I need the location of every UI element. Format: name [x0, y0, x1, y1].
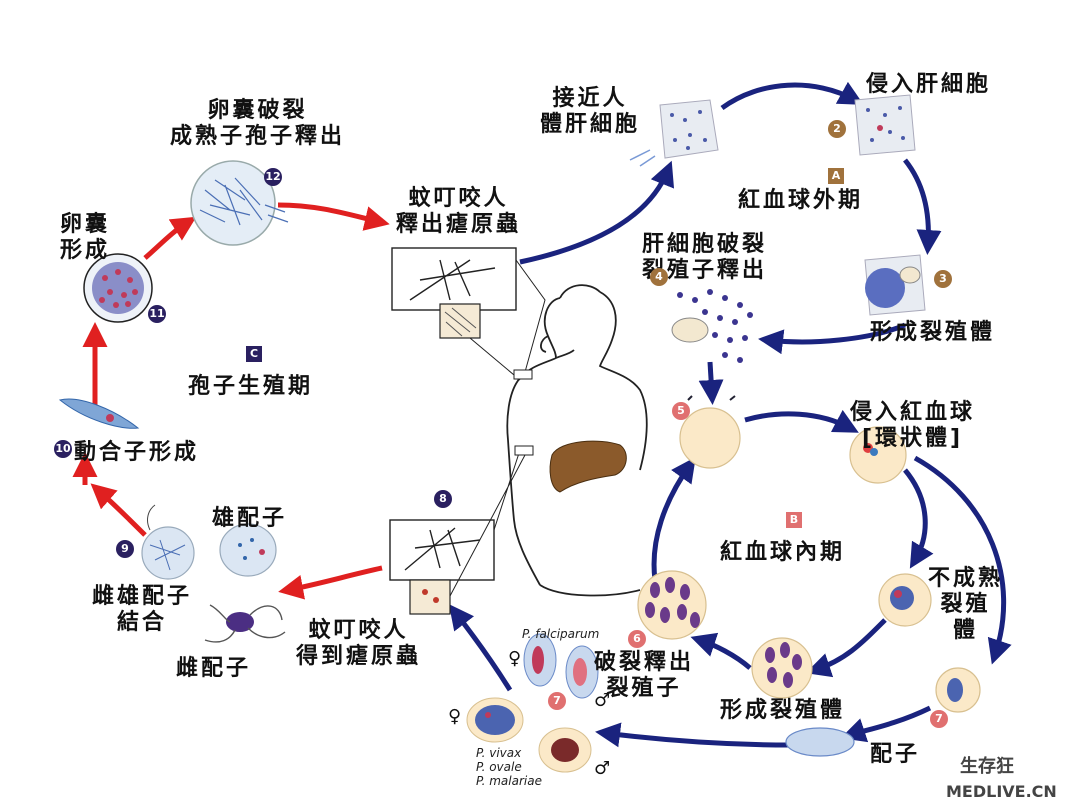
arrow-to-rupture: [143, 216, 197, 260]
liver-invaded-cell: [854, 94, 916, 156]
male-symbol-icon: ♂: [594, 758, 611, 779]
arrow-liver-rupture: [758, 322, 906, 355]
arrow-gametocyte-mature: [840, 705, 932, 743]
label-ookinete: 動合子形成: [74, 440, 200, 465]
arrow-to-bite: [277, 202, 390, 231]
free-merozoite-cell: [679, 395, 741, 469]
arrow-invade-liver: [720, 81, 864, 111]
label-sporogony: 孢子生殖期: [188, 374, 314, 399]
male-gamete-cell: [204, 604, 286, 643]
male-symbol-icon: ♂: [594, 690, 611, 711]
falciparum-female-cell: [523, 633, 557, 687]
immature-schizont-cell: [878, 573, 932, 627]
label-liver-rupture: 肝細胞破裂裂殖子釋出: [642, 232, 768, 283]
step-badge-11: 11: [148, 305, 166, 323]
species-falciparum: P. falciparum: [522, 627, 600, 641]
phase-badge-a: A: [828, 168, 844, 184]
species-vivax: P. vivax: [476, 746, 522, 760]
label-cyst-form: 卵囊形成: [60, 212, 111, 263]
crescent-gametocyte-cell: [785, 727, 855, 757]
liver-icon: [549, 440, 627, 493]
species-malariae: P. malariae: [476, 774, 542, 788]
label-invade-liver: 侵入肝細胞: [866, 72, 992, 97]
arrow-to-blood: [698, 361, 724, 405]
label-mosquito-release: 蚊叮咬人釋出瘧原蟲: [396, 186, 522, 237]
step-badge-12: 12: [264, 168, 282, 186]
gametocyte-young-cell: [935, 667, 981, 713]
liver-schizont-cell: [864, 254, 926, 316]
rbc-rupture-cluster: [637, 570, 707, 640]
step-badge-3: 3: [934, 270, 952, 288]
step-badge-7: 7: [548, 692, 566, 710]
arrow-to-mosquito: [448, 604, 513, 692]
red-arrows: [72, 202, 390, 600]
arrow-schizont: [805, 618, 887, 678]
step-badge-5: 5: [672, 402, 690, 420]
ring-stage-cell: [849, 426, 907, 484]
mosquito-panel-bottom: [389, 445, 534, 615]
arrow-reinvade: [651, 456, 696, 581]
watermark-brand: 生存狂: [960, 756, 1014, 777]
label-male-gamete: 雄配子: [212, 506, 288, 531]
vivax-female-cell: [466, 697, 524, 743]
step-badge-4: 4: [650, 268, 668, 286]
vivax-male-cell: [538, 727, 592, 773]
falciparum-male-cell: [565, 645, 599, 699]
step-badge-7: 7: [930, 710, 948, 728]
label-invade-rbc: 侵入紅血球[環狀體]: [850, 400, 976, 451]
blue-arrows: [448, 81, 1012, 748]
phase-badge-b: B: [786, 512, 802, 528]
label-female-gamete: 雌配子: [176, 656, 252, 681]
label-gametocyte: 配子: [870, 742, 921, 767]
ookinete-cell: [58, 398, 140, 429]
step-badge-6: 6: [628, 630, 646, 648]
arrow-immature: [903, 468, 934, 569]
label-erythro-cycle: 紅血球內期: [720, 540, 846, 565]
phase-badge-c: C: [246, 346, 262, 362]
arrow-from-mosquito: [278, 565, 383, 600]
label-rbc-rupture: 破裂釋出裂殖子: [594, 650, 695, 701]
watermark-site: MEDLIVE.CN: [946, 782, 1057, 801]
mosquito-panel-top: [391, 247, 546, 381]
merozoite-release-cluster: [671, 289, 753, 363]
step-badge-2: 2: [828, 120, 846, 138]
label-cyst-rupture: 卵囊破裂成熟子孢子釋出: [170, 98, 346, 149]
female-symbol-icon: ♀: [448, 706, 462, 727]
step-badge-10: 10: [54, 440, 72, 458]
step-badge-8: 8: [434, 490, 452, 508]
arrow-to-zygote: [90, 483, 147, 537]
label-zygote: 雌雄配子結合: [92, 584, 193, 635]
label-rbc-schizont: 形成裂殖體: [720, 698, 846, 723]
arrow-rupture: [690, 632, 752, 670]
arrow-liver-dev: [903, 158, 942, 255]
label-exo-cycle: 紅血球外期: [738, 188, 864, 213]
label-mosquito-take: 蚊叮咬人得到瘧原蟲: [296, 618, 422, 669]
oocyst-cell: [83, 253, 153, 323]
arrow-to-liver: [519, 160, 675, 265]
female-symbol-icon: ♀: [508, 648, 522, 669]
label-approach-liver: 接近人體肝細胞: [540, 86, 641, 137]
arrow-to-gametocyte: [913, 455, 1012, 665]
species-ovale: P. ovale: [476, 760, 522, 774]
arrow-invade-rbc: [744, 409, 859, 433]
rbc-schizont-cell: [751, 637, 813, 699]
label-liver-schizont: 形成裂殖體: [870, 320, 996, 345]
step-badge-9: 9: [116, 540, 134, 558]
human-silhouette: [506, 284, 648, 597]
label-immature-schizont: 不成熟裂殖體: [928, 566, 1004, 643]
sporozoite-approach-cell: [629, 99, 719, 167]
oocyst-rupture-cell: [190, 160, 289, 246]
zygote-cell: [141, 504, 195, 580]
arrow-to-gametocytes: [595, 722, 791, 748]
female-gamete-cell: [219, 523, 277, 577]
